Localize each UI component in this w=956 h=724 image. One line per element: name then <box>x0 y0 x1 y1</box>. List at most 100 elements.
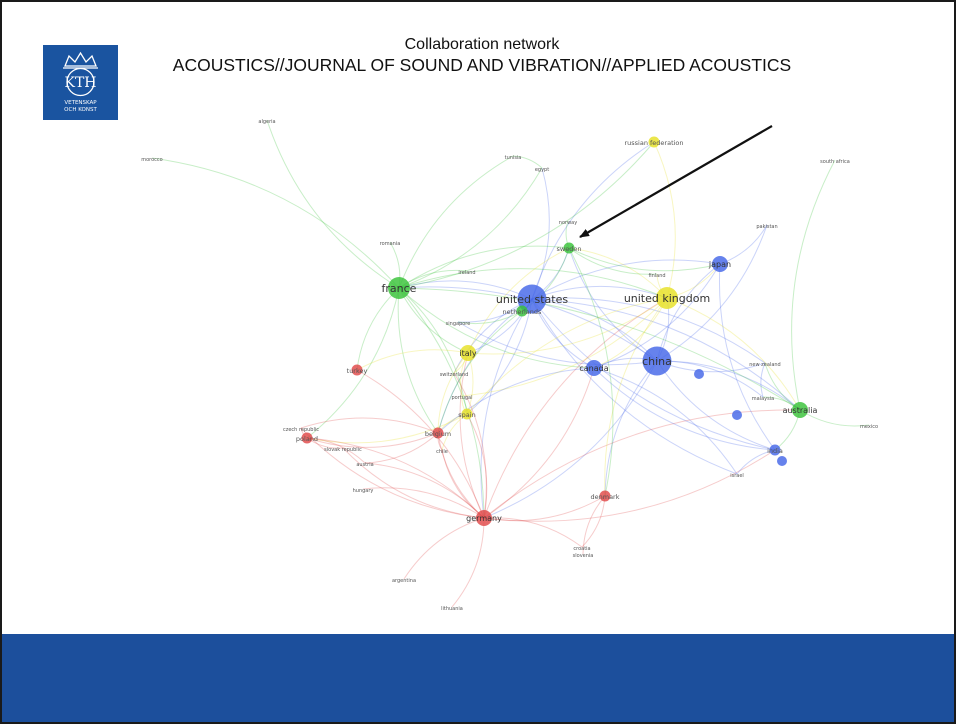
logo-motto-line2: OCH KONST <box>64 107 97 113</box>
network-edge <box>306 437 485 519</box>
network-edge <box>568 247 721 272</box>
network-edge <box>364 432 439 464</box>
network-edge <box>483 409 801 519</box>
network-edge <box>483 360 658 519</box>
network-edge <box>459 352 485 519</box>
network-edge <box>666 297 801 411</box>
network-edge <box>483 495 606 522</box>
network-edge <box>483 517 583 548</box>
network-edge <box>441 449 485 519</box>
node-label-austria: austria <box>356 462 373 468</box>
network-edge <box>568 247 614 497</box>
network-edge <box>483 449 776 522</box>
node-label-spain: spain <box>458 411 475 419</box>
node-label-czech-republic: czech republic <box>283 427 319 433</box>
network-edge <box>531 259 721 300</box>
node-label-italy: italy <box>459 349 476 358</box>
node-poland <box>301 432 313 444</box>
node-label-turkey: turkey <box>347 367 368 375</box>
node-canada <box>586 360 602 376</box>
node-label-russian-federation: russian federation <box>624 139 683 147</box>
network-labels: united stateschinajapancanadaindiaisrael… <box>141 119 878 612</box>
node-label-south-africa: south africa <box>820 159 850 165</box>
network-edge <box>461 297 668 397</box>
network-edge <box>437 432 485 519</box>
network-edge <box>467 297 668 355</box>
network-edge <box>568 247 658 275</box>
network-edge <box>593 367 738 475</box>
network-edge <box>531 141 655 300</box>
node-unlabeled <box>777 456 787 466</box>
network-edge <box>398 141 655 289</box>
node-label-morocco: morocco <box>141 157 163 163</box>
title-line-2: ACOUSTICS//JOURNAL OF SOUND AND VIBRATIO… <box>172 55 792 75</box>
node-label-new-zealand: new zealand <box>749 362 780 368</box>
network-edge <box>512 155 543 169</box>
node-sweden <box>563 242 575 254</box>
node-label-denmark: denmark <box>591 493 620 501</box>
node-label-poland: poland <box>296 435 318 443</box>
slide-title: Collaboration network ACOUSTICS//JOURNAL… <box>112 35 852 75</box>
node-china <box>642 346 672 376</box>
node-label-hungary: hungary <box>353 488 374 494</box>
node-label-slovenia: slovenia <box>573 553 594 559</box>
network-edge <box>656 224 768 362</box>
node-label-mexico: mexico <box>860 424 878 430</box>
node-france <box>388 277 410 299</box>
network-edge <box>466 297 668 415</box>
network-edge <box>453 372 487 519</box>
network-edge <box>457 321 658 366</box>
network-edge <box>398 155 514 289</box>
network-edge <box>531 298 801 411</box>
network-edge <box>457 310 523 325</box>
network-edge <box>568 247 658 362</box>
network-edge <box>300 427 485 519</box>
network-edge <box>306 413 468 444</box>
network-edge <box>306 287 400 439</box>
node-label-singapore: singapore <box>446 321 471 327</box>
node-unlabeled <box>694 369 704 379</box>
network-edge <box>356 349 469 371</box>
network-edge <box>719 263 776 451</box>
network-edge <box>362 487 485 519</box>
kth-crest-icon: KTH VETENSKAP OCH KONST <box>63 51 98 113</box>
network-edge <box>531 298 658 362</box>
node-label-netherlands: netherlands <box>503 308 542 316</box>
node-label-ireland: ireland <box>458 270 475 276</box>
node-label-japan: japan <box>708 260 731 269</box>
node-label-germany: germany <box>466 514 502 523</box>
network-edge <box>604 297 668 497</box>
callout-arrow <box>579 125 773 238</box>
network-edge <box>437 310 523 434</box>
network-edge <box>266 119 400 289</box>
network-edge <box>306 437 366 464</box>
node-label-croatia: croatia <box>573 546 590 552</box>
node-label-belgium: belgium <box>425 430 451 438</box>
network-edge <box>437 367 595 434</box>
node-label-algeria: algeria <box>258 119 275 125</box>
network-edge <box>467 247 570 354</box>
node-label-chile: chile <box>436 449 448 455</box>
node-japan <box>712 256 728 272</box>
network-nodes <box>301 136 808 526</box>
network-edge <box>398 167 543 289</box>
node-germany <box>476 510 492 526</box>
network-edge <box>451 517 485 608</box>
node-label-romania: romania <box>380 241 401 247</box>
node-label-malaysia: malaysia <box>752 396 774 402</box>
network-edge <box>398 268 668 299</box>
network-edge <box>403 517 485 580</box>
network-edge <box>398 287 801 411</box>
network-edge <box>568 247 668 299</box>
network-edge <box>653 141 676 299</box>
network-edge <box>531 285 668 300</box>
node-label-united-states: united states <box>496 293 568 306</box>
network-edge <box>398 287 485 519</box>
node-label-finland: finland <box>648 273 665 279</box>
network-edge <box>398 245 570 289</box>
network-edge <box>531 298 776 451</box>
node-netherlands <box>516 305 528 317</box>
network-edge <box>593 367 776 451</box>
logo-text: KTH <box>64 75 96 91</box>
